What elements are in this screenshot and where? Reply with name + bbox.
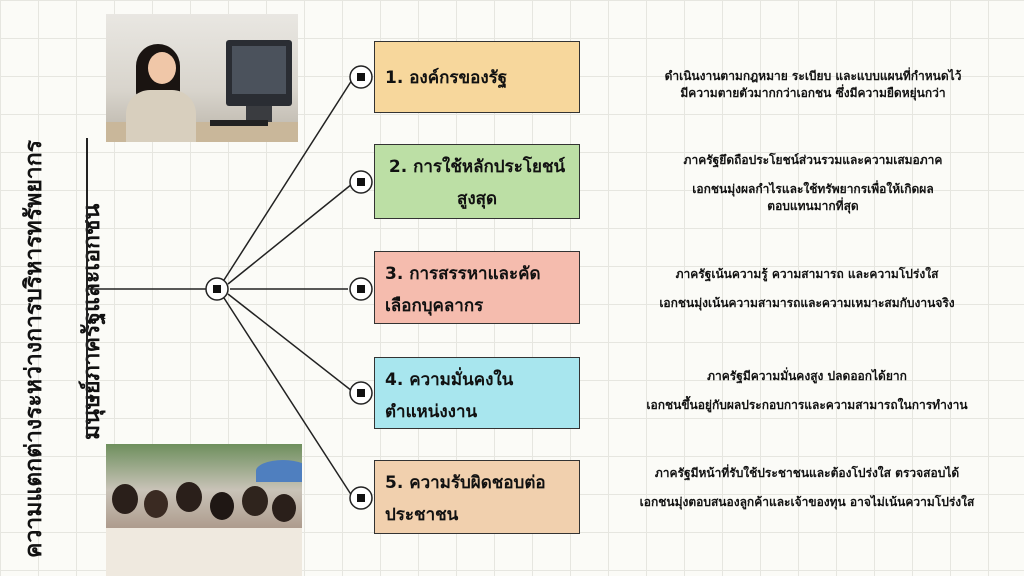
- topic-label: เลือกบุคลากร: [385, 296, 484, 316]
- topic-label: ตำแหน่งงาน: [385, 402, 478, 422]
- topic-label: 4. ความมั่นคงใน: [385, 370, 514, 390]
- description-2: ภาครัฐยึดถือประโยชน์ส่วนรวมและความเสมอภา…: [611, 152, 1015, 215]
- description-line: เอกชนมุ่งผลกำไรและใช้ทรัพยากรเพื่อให้เกิ…: [692, 182, 934, 196]
- hub-node: [205, 277, 229, 301]
- description-line: เอกชนมุ่งตอบสนองลูกค้าและเจ้าของทุน อาจไ…: [639, 495, 975, 509]
- topic-box-2: 2. การใช้หลักประโยชน์ สูงสุด: [374, 144, 580, 219]
- crowd-head: [210, 492, 234, 520]
- face-shape: [148, 52, 176, 84]
- description-4: ภาครัฐมีความมั่นคงสูง ปลดออกได้ยาก เอกชน…: [592, 368, 1022, 414]
- crowd-shirts: [106, 528, 302, 576]
- node-5: [349, 486, 373, 510]
- description-line: ภาครัฐยึดถือประโยชน์ส่วนรวมและความเสมอภา…: [683, 153, 943, 167]
- topic-box-3: 3. การสรรหาและคัด เลือกบุคลากร: [374, 251, 580, 324]
- topic-box-1: 1. องค์กรของรัฐ: [374, 41, 580, 113]
- description-line: ภาครัฐมีความมั่นคงสูง ปลดออกได้ยาก: [707, 369, 907, 383]
- node-2: [349, 170, 373, 194]
- monitor-shape: [226, 40, 292, 106]
- umbrella-shape: [256, 460, 302, 482]
- title-rule: [86, 138, 88, 438]
- description-line: ตอบแทนมากที่สุด: [767, 199, 859, 213]
- topic-label: 1. องค์กรของรัฐ: [385, 68, 508, 88]
- crowd-head: [272, 494, 296, 522]
- description-1: ดำเนินงานตามกฎหมาย ระเบียบ และแบบแผนที่ก…: [611, 68, 1015, 102]
- crowd-head: [176, 482, 202, 512]
- crowd-head: [112, 484, 138, 514]
- node-1: [349, 65, 373, 89]
- crowd-head: [242, 486, 268, 516]
- node-4: [349, 381, 373, 405]
- topic-label: ประชาชน: [385, 505, 459, 525]
- keyboard-shape: [210, 120, 268, 126]
- topic-label: 5. ความรับผิดชอบต่อ: [385, 473, 546, 493]
- description-line: ภาครัฐเน้นความรู้ ความสามารถ และความโปร่…: [675, 267, 939, 281]
- topic-label: 3. การสรรหาและคัด: [385, 264, 541, 284]
- description-line: เอกชนมุ่งเน้นความสามารถและความเหมาะสมกับ…: [659, 296, 955, 310]
- description-line: ดำเนินงานตามกฎหมาย ระเบียบ และแบบแผนที่ก…: [664, 69, 962, 83]
- topic-box-5: 5. ความรับผิดชอบต่อ ประชาชน: [374, 460, 580, 534]
- body-shape: [126, 90, 196, 142]
- topic-label: 2. การใช้หลักประโยชน์: [388, 157, 566, 177]
- description-5: ภาครัฐมีหน้าที่รับใช้ประชาชนและต้องโปร่ง…: [592, 465, 1022, 511]
- description-line: ภาครัฐมีหน้าที่รับใช้ประชาชนและต้องโปร่ง…: [654, 466, 960, 480]
- person-shape: [126, 38, 196, 142]
- office-worker-photo: [106, 14, 298, 142]
- crowd-head: [144, 490, 168, 518]
- topic-label: สูงสุด: [456, 189, 498, 209]
- description-3: ภาครัฐเน้นความรู้ ความสามารถ และความโปร่…: [592, 266, 1022, 312]
- description-line: มีความตายตัวมากกว่าเอกชน ซึ่งมีความยืดหย…: [680, 86, 946, 100]
- crowd-photo: [106, 444, 302, 576]
- node-3: [349, 277, 373, 301]
- topic-box-4: 4. ความมั่นคงใน ตำแหน่งงาน: [374, 357, 580, 429]
- description-line: เอกชนขึ้นอยู่กับผลประกอบการและความสามารถ…: [646, 398, 968, 412]
